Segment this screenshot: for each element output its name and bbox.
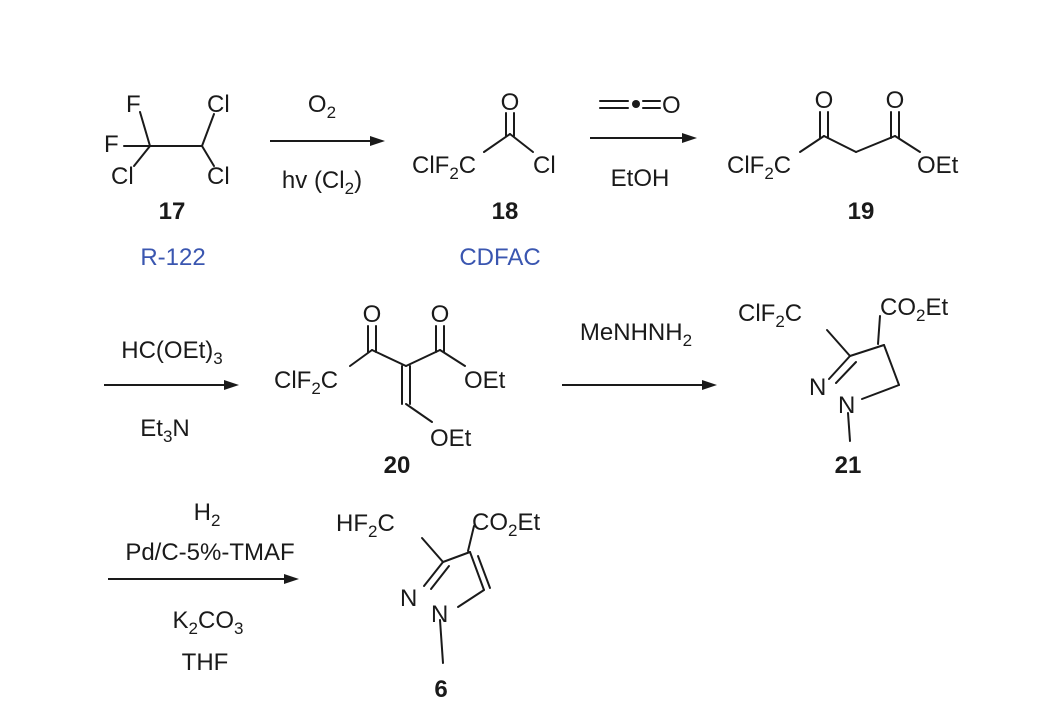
compound-number: 19	[848, 198, 875, 225]
bond	[849, 344, 885, 357]
ethoxy-group: OEt	[430, 425, 472, 452]
arrow-head	[682, 133, 697, 143]
bond	[835, 361, 857, 384]
bond	[509, 133, 534, 153]
compound-name: R-122	[140, 244, 205, 271]
compound-17: F F Cl Cl Cl 17 R-122	[104, 91, 230, 271]
atom-O: O	[501, 89, 520, 116]
ketene-structure: O	[599, 92, 681, 119]
atom-F: F	[104, 131, 119, 158]
compound-number: 18	[492, 198, 519, 225]
bond	[201, 113, 215, 147]
catalyst-label: Pd/C-5%-TMAF	[125, 539, 294, 566]
bond	[855, 135, 896, 153]
arrow-head	[284, 574, 299, 584]
atom-Cl: Cl	[207, 163, 230, 190]
substituent: ClF2C	[727, 152, 791, 183]
reaction-step-5: H2 Pd/C-5%-TMAF K2CO3 THF	[108, 499, 299, 676]
compound-6: HF2C CO2Et N N 6	[336, 509, 540, 703]
atom-Cl: Cl	[533, 152, 556, 179]
bond	[894, 135, 921, 153]
bond	[201, 145, 215, 167]
compound-number: 21	[835, 452, 862, 479]
reagent-label: H2	[194, 499, 221, 530]
bond	[430, 565, 450, 590]
bond	[477, 555, 491, 589]
compound-21: ClF2C CO2Et N N 21	[738, 294, 948, 479]
condition-label: EtOH	[611, 165, 670, 192]
atom-Cl: Cl	[207, 91, 230, 118]
bond	[826, 329, 851, 357]
compound-number: 6	[434, 676, 447, 703]
bond	[467, 525, 475, 552]
bond	[439, 619, 444, 664]
atom-N: N	[809, 374, 826, 401]
bond	[371, 349, 407, 367]
bond	[823, 135, 857, 153]
reagent-label: O2	[308, 91, 336, 122]
bond	[133, 145, 151, 167]
compound-name: CDFAC	[459, 244, 540, 271]
bond	[442, 551, 471, 563]
bond	[828, 355, 851, 380]
reaction-step-3: HC(OEt)3 Et3N	[104, 337, 239, 446]
bond	[861, 384, 900, 400]
arrow-head	[224, 380, 239, 390]
substituent: ClF2C	[738, 300, 802, 331]
ethoxy-group: OEt	[917, 152, 959, 179]
atom-N: N	[431, 601, 448, 628]
substituent: ClF2C	[274, 367, 338, 398]
ester-group: CO2Et	[472, 509, 540, 540]
bond	[421, 537, 444, 563]
compound-number: 20	[384, 452, 411, 479]
atom-Cl: Cl	[111, 163, 134, 190]
bond	[405, 349, 441, 367]
bond	[423, 561, 444, 587]
atom-O: O	[886, 87, 905, 114]
bond	[439, 349, 466, 367]
compound-19: O O ClF2C OEt 19	[727, 87, 959, 225]
atom-O: O	[363, 301, 382, 328]
arrow-head	[702, 380, 717, 390]
condition-label: hv (Cl2)	[282, 167, 362, 198]
reagent-label: HC(OEt)3	[121, 337, 222, 368]
arrow-head	[370, 136, 385, 146]
atom-O: O	[815, 87, 834, 114]
atom-F: F	[126, 91, 141, 118]
base-label: K2CO3	[173, 607, 244, 638]
bond	[469, 551, 485, 591]
atom-N: N	[400, 585, 417, 612]
bond	[883, 344, 900, 386]
bond	[483, 133, 511, 153]
substituent: HF2C	[336, 510, 395, 541]
compound-number: 17	[159, 198, 186, 225]
atom-O: O	[431, 301, 450, 328]
ethoxy-group: OEt	[464, 367, 506, 394]
atom-O: O	[662, 92, 681, 119]
solvent-label: THF	[182, 649, 229, 676]
bond	[877, 315, 881, 345]
bond	[457, 589, 485, 608]
atom-N: N	[838, 392, 855, 419]
bond	[847, 412, 851, 442]
reagent-label: MeNHNH2	[580, 319, 692, 350]
compound-18: O ClF2C Cl 18 CDFAC	[412, 89, 556, 271]
ester-group: CO2Et	[880, 294, 948, 325]
bond	[405, 403, 433, 423]
reaction-step-2: O EtOH	[590, 92, 697, 192]
condition-label: Et3N	[140, 415, 190, 446]
bond	[139, 111, 151, 147]
compound-20: O O ClF2C OEt OEt 20	[274, 301, 506, 479]
reaction-step-4: MeNHNH2	[562, 319, 717, 390]
reaction-step-1: O2 hv (Cl2)	[270, 91, 385, 198]
substituent: ClF2C	[412, 152, 476, 183]
